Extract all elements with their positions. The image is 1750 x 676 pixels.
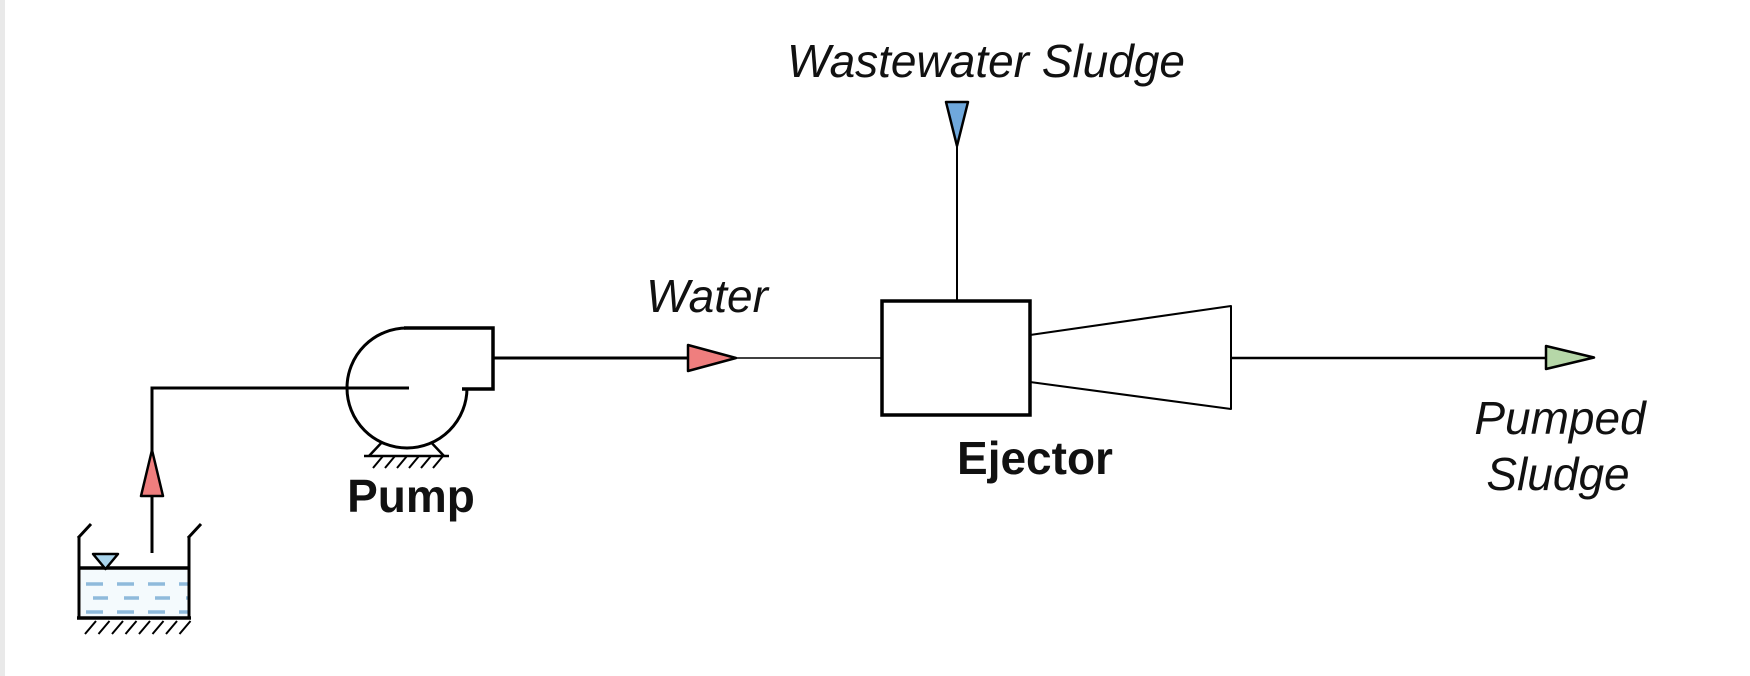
- water-flow-arrow-icon: [686, 343, 738, 373]
- pump-symbol: [345, 326, 495, 469]
- pumped-sludge-label-line2: Sludge: [1486, 448, 1629, 500]
- tank-water-fill: [81, 570, 187, 617]
- tank-walls: [76, 522, 203, 618]
- pumped-sludge-label-line1: Pumped: [1474, 392, 1647, 444]
- suction-pipe-line: [150, 386, 409, 553]
- page-edge-strip: [0, 0, 5, 676]
- pump-label: Pump: [347, 470, 475, 522]
- pumped-sludge-arrow-icon: [1544, 344, 1596, 371]
- pump-support-hatching-icon: [372, 455, 444, 469]
- ejector-diffuser: [1029, 305, 1232, 410]
- water-tank: [76, 522, 203, 635]
- ground-hatching-icon: [84, 620, 192, 635]
- water-level-icon: [91, 552, 120, 571]
- sludge-inlet-arrow-icon: [944, 100, 970, 148]
- suction-flow-arrow-icon: [139, 448, 165, 498]
- tank-water-dashes-icon: [81, 582, 188, 614]
- wastewater-sludge-label: Wastewater Sludge: [787, 35, 1185, 87]
- water-label: Water: [646, 270, 770, 322]
- ejector-label: Ejector: [957, 432, 1113, 484]
- ejector-box: [880, 299, 1032, 417]
